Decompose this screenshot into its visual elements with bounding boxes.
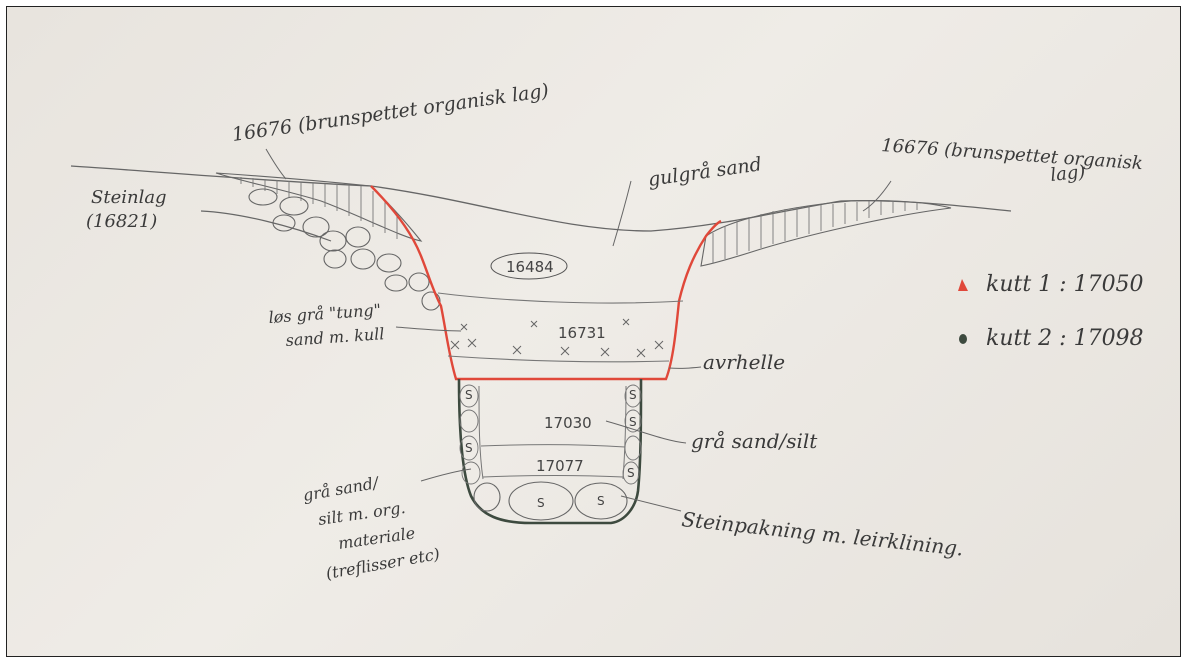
label-grey-sand-silt: grå sand/silt (691, 429, 818, 453)
label-16731: 16731 (558, 324, 606, 342)
label-stone-layer-2: (16821) (86, 211, 157, 232)
svg-text:S: S (627, 466, 635, 480)
label-loose-sand-1: løs grå "tung" (268, 300, 382, 327)
layer-17077-boundary (483, 476, 623, 478)
svg-text:S: S (465, 388, 473, 402)
svg-text:S: S (465, 441, 473, 455)
label-17030: 17030 (544, 414, 592, 432)
charcoal-crosses (451, 319, 663, 357)
label-yellow-sand: gulgrå sand (647, 153, 764, 191)
svg-text:S: S (629, 388, 637, 402)
svg-text:S: S (629, 415, 637, 429)
packing-inner-left (479, 386, 483, 479)
cut-1-outline (371, 186, 721, 379)
legend-cut-1-label: kutt 1 : 17050 (986, 272, 1144, 297)
ground-surface-line (71, 166, 1011, 231)
label-16484: 16484 (506, 258, 554, 276)
legend: kutt 1 : 17050 kutt 2 : 17098 (958, 272, 1144, 351)
label-organic-silt-3: materiale (337, 523, 416, 553)
layer-16484-boundary (438, 293, 683, 303)
cut-2-outline (459, 379, 641, 523)
label-top-right-layer-2: lag) (1049, 161, 1086, 186)
label-organic-silt-2: silt m. org. (317, 498, 407, 529)
legend-cut-2-label: kutt 2 : 17098 (986, 326, 1144, 351)
label-17077: 17077 (536, 457, 584, 475)
drawing-frame: 16676 (brunspettet organisk lag) 16676 (… (6, 6, 1181, 657)
legend-cut-1-marker (958, 279, 968, 291)
svg-text:S: S (537, 496, 545, 510)
stone-s-marks: S S S S S S S (465, 388, 637, 510)
label-stone-layer-1: Steinlag (91, 187, 167, 208)
label-stone-packing: Steinpakning m. leirklining. (680, 507, 964, 560)
label-organic-silt-1: grå sand/ (301, 473, 381, 505)
label-top-right-layer-1: 16676 (brunspettet organisk (881, 135, 1144, 174)
organic-layer-right (701, 201, 951, 266)
label-top-left-layer: 16676 (brunspettet organisk lag) (231, 80, 551, 146)
stone-layer-stones (249, 189, 440, 310)
organic-layer-right-hatching (713, 201, 917, 263)
section-drawing: 16676 (brunspettet organisk lag) 16676 (… (7, 7, 1181, 657)
charcoal-boundary (448, 356, 669, 362)
layer-17030-boundary (481, 445, 625, 447)
svg-text:S: S (597, 494, 605, 508)
label-loose-sand-2: sand m. kull (285, 324, 385, 350)
legend-cut-2-marker (959, 334, 967, 344)
label-hearth-slab: avrhelle (703, 350, 785, 374)
